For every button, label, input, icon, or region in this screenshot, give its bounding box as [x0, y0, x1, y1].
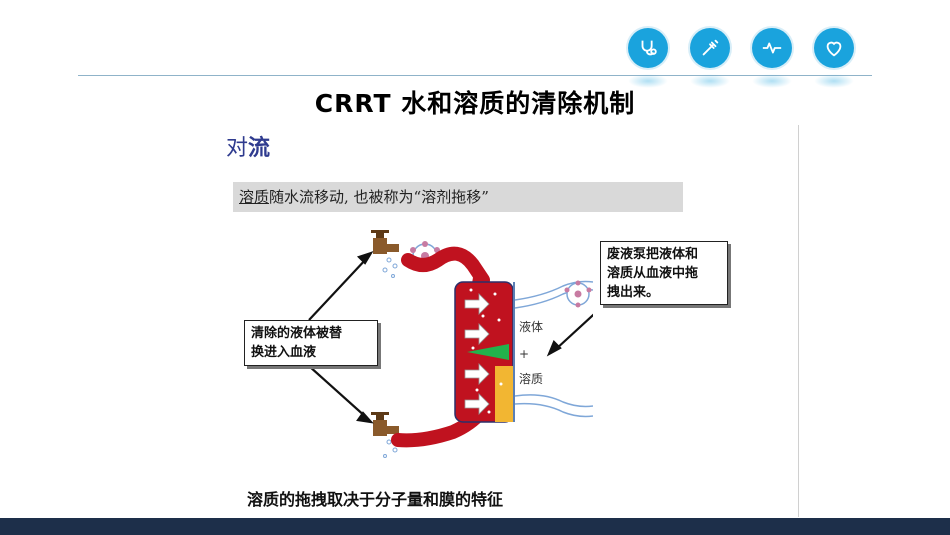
icon-reflection — [814, 74, 854, 88]
icon-reflection — [690, 74, 730, 88]
callout-effluent: 废液泵把液体和 溶质从血液中拖 拽出来。 — [600, 241, 728, 305]
convection-diagram — [308, 230, 593, 458]
blood-tube-top — [401, 246, 490, 287]
cells — [469, 288, 503, 414]
droplets-top — [382, 257, 398, 278]
syringe-icon — [690, 28, 730, 68]
effluent-pump-icon — [564, 280, 592, 308]
stethoscope-icon — [628, 28, 668, 68]
page-title: CRRT 水和溶质的清除机制 — [314, 89, 636, 118]
faucet-bottom-icon — [371, 412, 399, 436]
heartbeat-icon — [752, 28, 792, 68]
callout-left-line2: 换进入血液 — [251, 345, 317, 360]
definition-band: 溶质随水流移动, 也被称为“溶剂拖移” — [233, 182, 683, 212]
callout-replacement: 清除的液体被替 换进入血液 — [244, 320, 378, 366]
callout-arrows — [308, 251, 593, 424]
droplets-bottom — [383, 439, 398, 458]
label-solute: 溶质 — [519, 372, 544, 386]
filter-membrane — [513, 282, 515, 422]
bottom-bar — [0, 518, 950, 535]
dialysate-tube-1 — [514, 394, 593, 408]
callout-left-line1: 清除的液体被替 — [251, 326, 343, 341]
label-liquid: 液体 — [519, 320, 544, 334]
callout-right-line2: 溶质从血液中拖 — [607, 266, 699, 281]
dialysate-tube-2 — [514, 402, 593, 418]
label-plus: + — [519, 347, 530, 361]
icon-reflection — [752, 74, 792, 88]
faucet-top-icon — [371, 230, 399, 254]
slide-footer-text: 溶质的拖拽取决于分子量和膜的特征 — [247, 490, 504, 509]
flow-arrows — [464, 293, 490, 415]
band-text: 随水流移动, 也被称为“溶剂拖移” — [269, 188, 489, 206]
callout-right-line3: 拽出来。 — [607, 285, 660, 300]
filter-solute-side — [495, 366, 515, 422]
section-heading-a: 对 — [226, 136, 249, 161]
header-divider — [78, 75, 872, 76]
slide-border — [798, 125, 799, 517]
section-heading: 对流 — [226, 130, 270, 162]
effluent-tube-1 — [514, 280, 593, 301]
callout-right-line1: 废液泵把液体和 — [607, 247, 699, 262]
heart-icon — [814, 28, 854, 68]
section-heading-b: 流 — [248, 135, 271, 161]
icon-row — [628, 28, 858, 88]
convection-wedge — [467, 344, 509, 360]
band-underlined-term: 溶质 — [239, 188, 270, 206]
icon-reflection — [628, 74, 668, 88]
